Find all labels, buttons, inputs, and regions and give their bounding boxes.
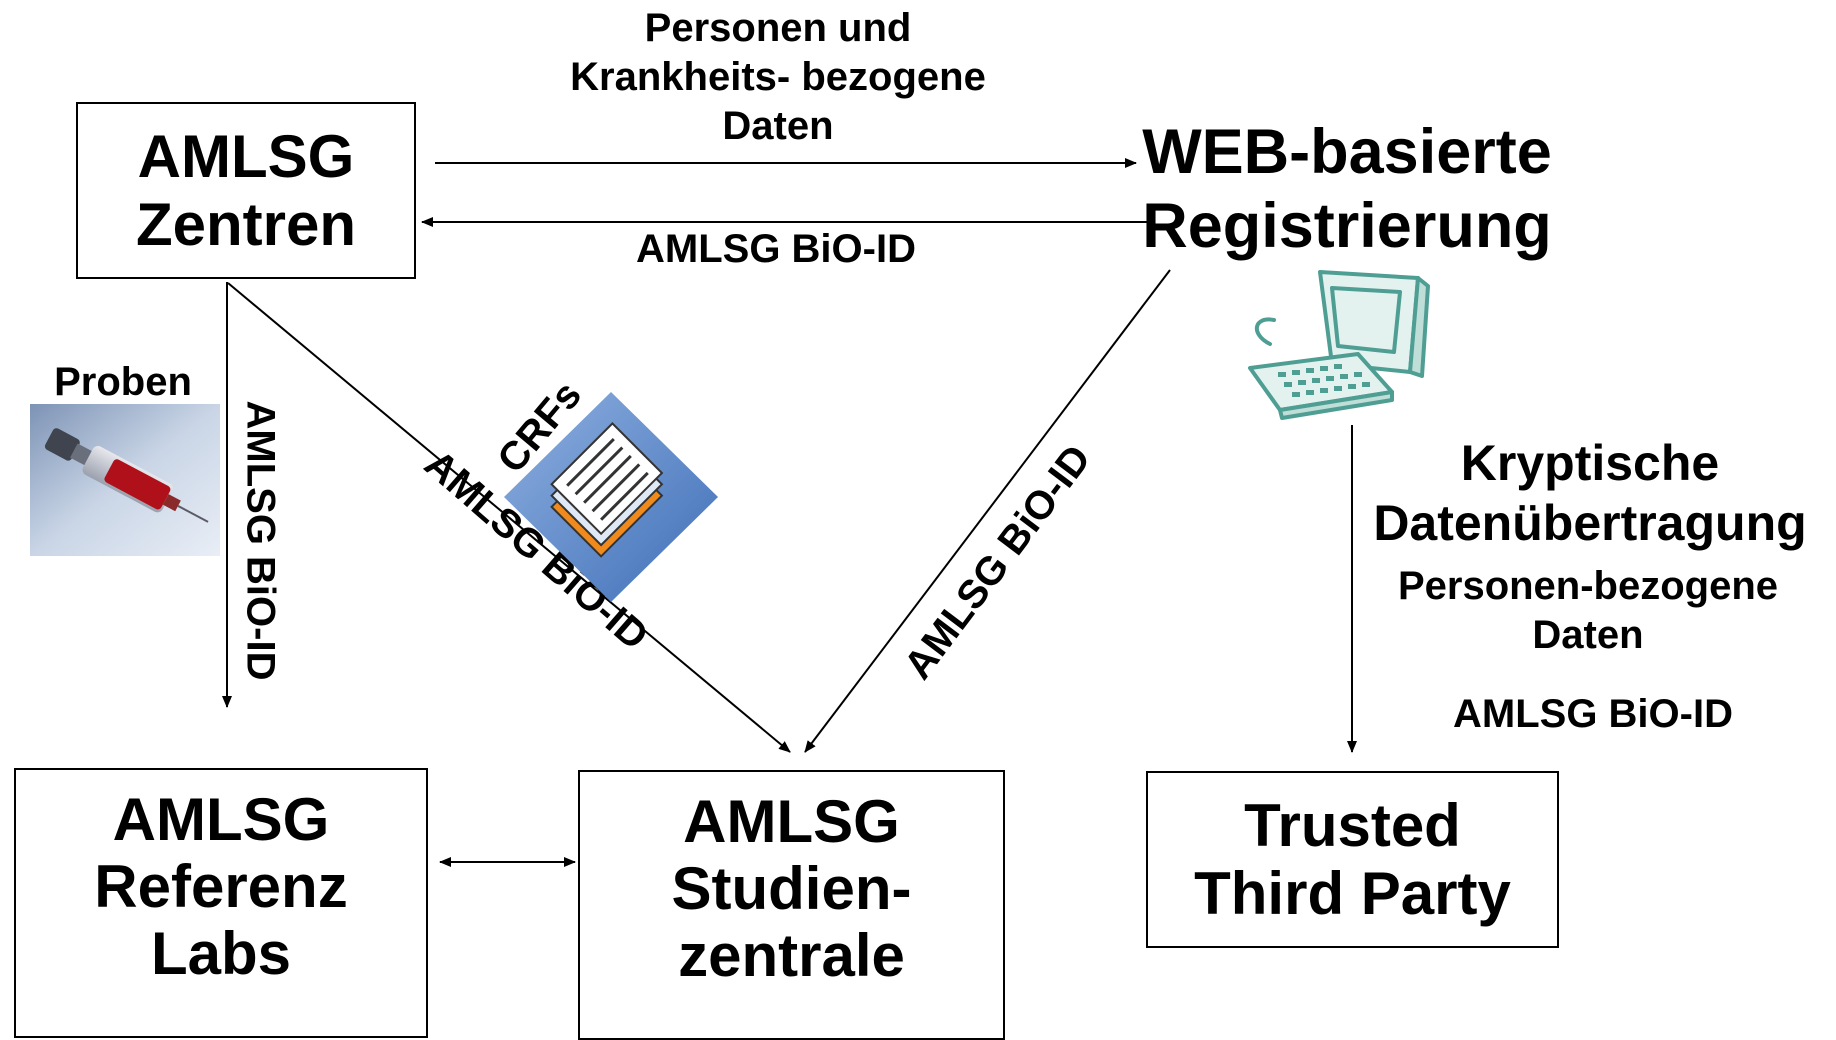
referenz-box: AMLSG Referenz Labs (14, 768, 428, 1038)
computer-icon (1248, 270, 1430, 420)
arrow-web-to-studien (804, 269, 1171, 753)
web-registrierung-label: WEB-basierte Registrierung (1142, 117, 1552, 261)
arrow-zentren-to-studien (227, 282, 791, 753)
zentren-box: AMLSG Zentren (76, 102, 416, 279)
personen-bezogene-label: Personen-bezogene Daten (1397, 564, 1779, 657)
kryptische-label: Kryptische Datenübertragung (1373, 435, 1807, 551)
documents-icon (504, 392, 718, 602)
bio-id-vertical-label: AMLSG BiO-ID (238, 400, 283, 681)
studien-box: AMLSG Studien- zentrale (578, 770, 1005, 1040)
bio-id-right-label: AMLSG BiO-ID (1453, 692, 1733, 736)
syringe-icon (30, 404, 220, 556)
arrows-layer (222, 158, 1357, 867)
trusted-box: Trusted Third Party (1146, 771, 1559, 948)
studien-label: AMLSG Studien- zentrale (671, 788, 912, 990)
referenz-label: AMLSG Referenz Labs (94, 786, 348, 988)
proben-label: Proben (54, 360, 192, 404)
bio-id-top-label: AMLSG BiO-ID (636, 227, 916, 271)
zentren-label: AMLSG Zentren (135, 123, 357, 258)
trusted-label: Trusted Third Party (1194, 792, 1511, 927)
personen-daten-label: Personen und Krankheits- bezogene Daten (570, 6, 986, 148)
